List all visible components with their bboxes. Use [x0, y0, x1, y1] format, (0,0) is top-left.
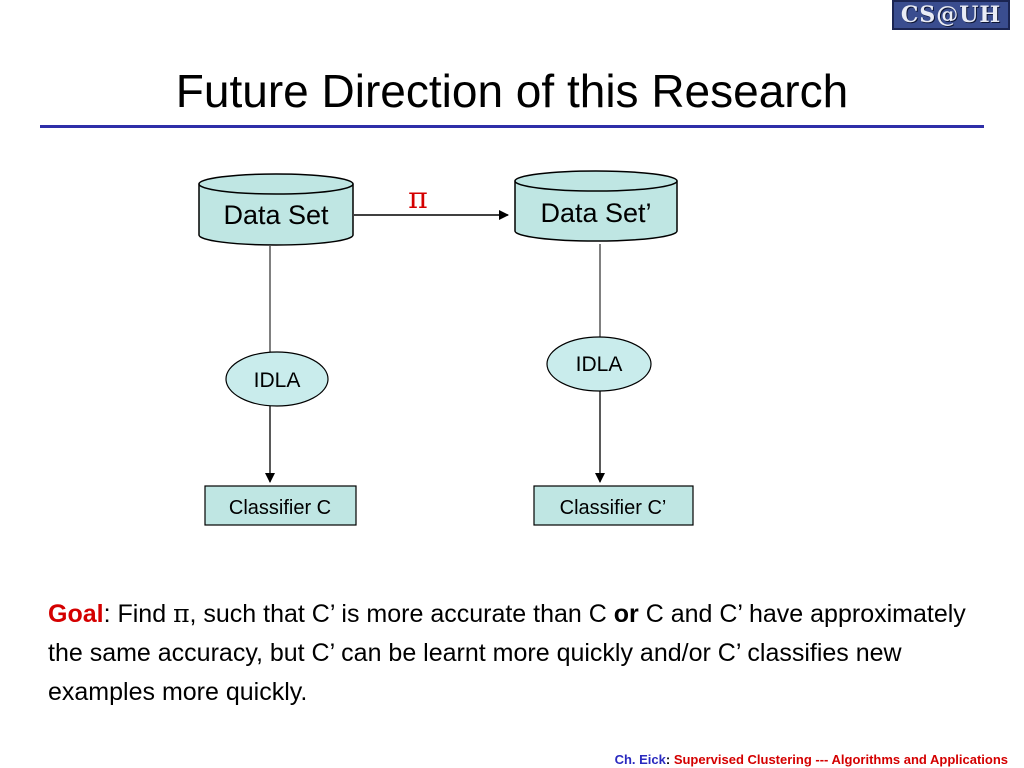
dataset-left-cylinder	[198, 173, 354, 246]
cs-uh-logo: CS@UH	[892, 0, 1010, 30]
goal-paragraph: Goal: Find π, such that C’ is more accur…	[48, 594, 998, 712]
goal-sentence-part2: C and C’ have approximately the same acc…	[48, 600, 966, 706]
idla-right-label: IDLA	[576, 353, 623, 376]
logo-text: CS@UH	[900, 2, 1002, 28]
footer: Ch. Eick: Supervised Clustering --- Algo…	[615, 752, 1008, 767]
classifier-right-box	[533, 485, 694, 526]
goal-or-word: or	[613, 600, 639, 628]
idla-left-ellipse	[225, 351, 329, 407]
goal-pi-symbol: π	[173, 599, 190, 628]
footer-author: Ch. Eick	[614, 752, 666, 767]
goal-label: Goal	[48, 600, 104, 628]
footer-separator: :	[665, 752, 674, 767]
idla-left-label: IDLA	[254, 369, 301, 392]
dataset-left-label: Data Set	[223, 200, 329, 230]
dataset-right-label: Data Set’	[540, 198, 651, 228]
classifier-left-label: Classifier C	[229, 497, 331, 519]
idla-right-ellipse	[546, 336, 652, 392]
dataset-right-cylinder	[514, 170, 678, 242]
transform-pi-symbol: π	[408, 181, 428, 216]
classifier-left-box	[204, 485, 357, 526]
goal-sentence-part1: , such that C’ is more accurate than C	[189, 600, 614, 628]
goal-find-text: : Find	[103, 600, 174, 628]
title-underline	[40, 125, 984, 128]
slide-title: Future Direction of this Research	[175, 65, 849, 117]
classifier-right-label: Classifier C’	[560, 497, 667, 519]
footer-course: Supervised Clustering --- Algorithms and…	[673, 752, 1008, 767]
